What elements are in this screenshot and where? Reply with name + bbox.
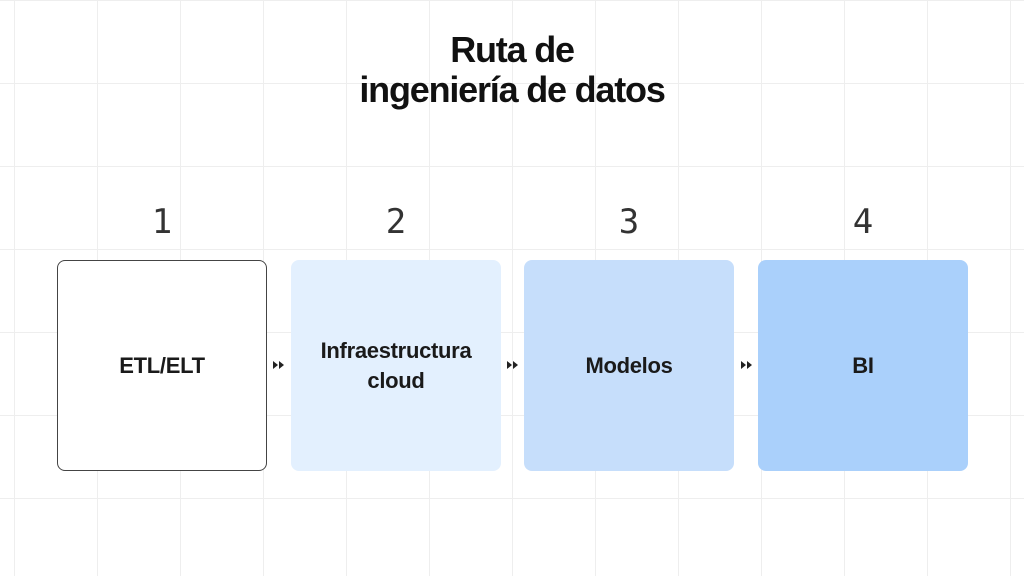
step-2-box: Infraestructura cloud	[291, 260, 501, 471]
step-3-number: 3	[618, 202, 640, 242]
diagram-title: Ruta de ingeniería de datos	[0, 30, 1024, 110]
step-1-label: ETL/ELT	[119, 352, 205, 378]
step-4-number: 4	[852, 202, 874, 242]
step-3-label: Modelos	[585, 352, 673, 378]
step-2-number: 2	[385, 202, 407, 242]
step-1-number: 1	[151, 202, 173, 242]
step-3-box: Modelos	[524, 260, 734, 471]
step-4-box: BI	[758, 260, 968, 471]
title-line-1: Ruta de	[450, 29, 575, 70]
step-2-label: Infraestructura cloud	[320, 337, 472, 393]
double-chevron-right-icon	[507, 361, 518, 369]
step-1-box: ETL/ELT	[57, 260, 267, 471]
title-line-2: ingeniería de datos	[359, 69, 665, 110]
double-chevron-right-icon	[273, 361, 284, 369]
double-chevron-right-icon	[741, 361, 752, 369]
step-4-label: BI	[852, 352, 874, 378]
